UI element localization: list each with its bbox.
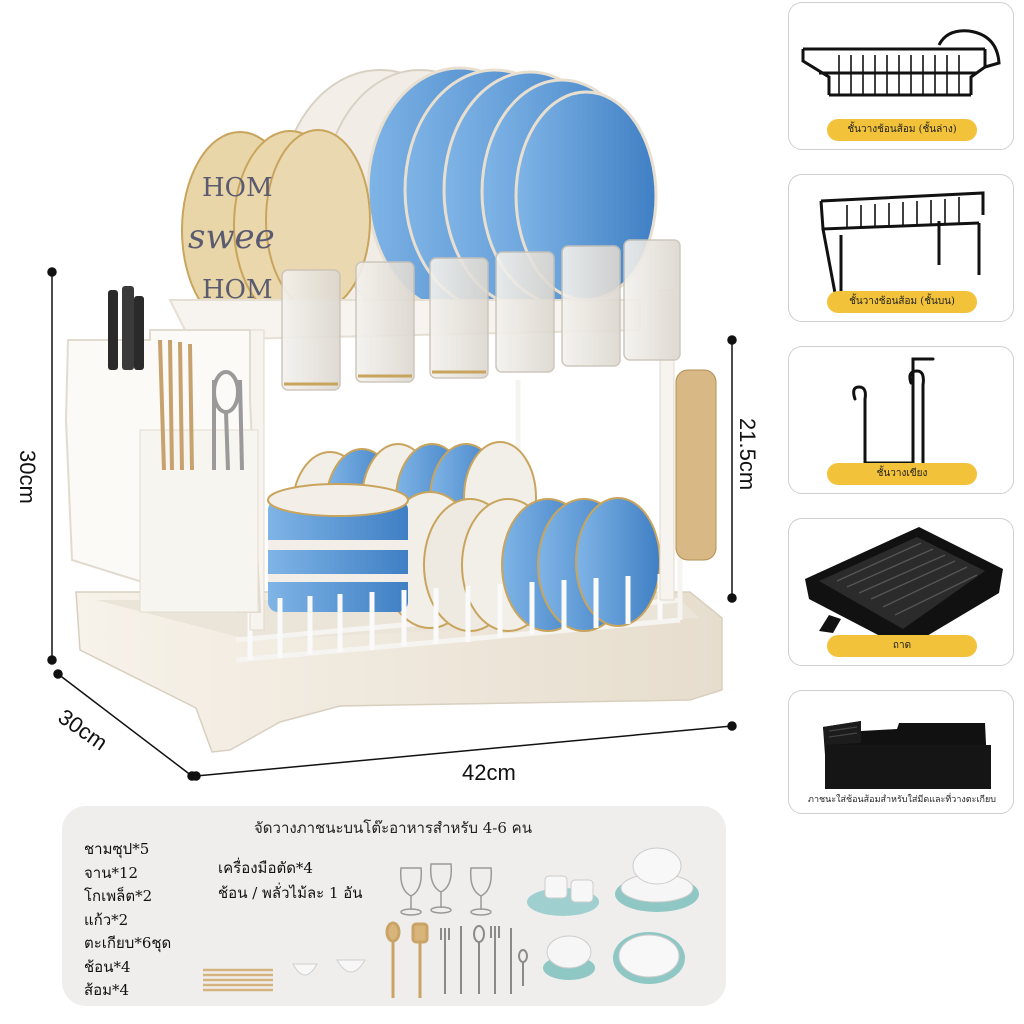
sauce-bowl-icons bbox=[292, 959, 366, 976]
cutlery-icons bbox=[440, 925, 528, 994]
list-item: ชามซุป*5 bbox=[84, 840, 150, 858]
component-label: ชั้นวางช้อนส้อม (ชั้นบน) bbox=[827, 291, 977, 313]
component-label: ชั้นวางช้อนส้อม (ชั้นล่าง) bbox=[827, 119, 977, 141]
wooden-utensil-icons bbox=[385, 921, 429, 998]
list-item: โกเพล็ต*2 bbox=[84, 887, 153, 905]
drip-tray-icon bbox=[805, 527, 1003, 649]
plate-stack-icons bbox=[615, 847, 699, 912]
dimension-height-inner: 21.5cm bbox=[735, 418, 760, 491]
board-hook-icon bbox=[852, 357, 935, 467]
component-card-drip-tray: ถาด bbox=[788, 518, 1014, 666]
tableware-list: ชามซุป*5 จาน*12 โกเพล็ต*2 แก้ว*2 ตะเกียบ… bbox=[84, 838, 171, 1003]
cup-saucer-icons bbox=[527, 875, 599, 916]
list-item: จาน*12 bbox=[84, 863, 139, 882]
chopsticks-icon bbox=[203, 968, 273, 992]
component-label: ถาด bbox=[827, 635, 977, 657]
upper-rack-icon bbox=[819, 191, 985, 294]
plate-text-2: swee bbox=[188, 217, 275, 257]
extra-line: เครื่องมือตัด*4 bbox=[218, 859, 313, 877]
component-card-lower-rack: ชั้นวางช้อนส้อม (ชั้นล่าง) bbox=[788, 2, 1014, 150]
component-label: ภาชนะใส่ช้อนส้อมสำหรับใส่มีดและที่วางตะเ… bbox=[795, 789, 1009, 811]
list-item: แก้ว*2 bbox=[84, 910, 129, 929]
extra-line: ช้อน / พลั่วไม้ละ 1 อัน bbox=[218, 884, 363, 902]
bowl-plate-icons bbox=[543, 932, 685, 984]
tableware-extra: เครื่องมือตัด*4 ช้อน / พลั่วไม้ละ 1 อัน bbox=[218, 856, 363, 906]
component-card-board-hook: ชั้นวางเขียง bbox=[788, 346, 1014, 494]
tableware-items-illustration bbox=[203, 847, 699, 998]
dimension-lines bbox=[47, 267, 737, 781]
goblet-icons bbox=[399, 863, 493, 916]
component-label: ชั้นวางเขียง bbox=[827, 463, 977, 485]
tableware-set-title: จัดวางภาชนะบนโต๊ะอาหารสำหรับ 4-6 คน bbox=[254, 819, 532, 837]
plate-text-1: HOM bbox=[202, 173, 273, 203]
cutting-board bbox=[675, 369, 717, 561]
list-item: ตะเกียบ*6ชุด bbox=[84, 934, 172, 952]
utensil-holder bbox=[64, 286, 262, 613]
lower-rack-icon bbox=[801, 29, 1001, 97]
dish-rack-illustration: HOM swee HOM bbox=[47, 66, 737, 781]
dimension-height-total: 30cm bbox=[15, 450, 40, 504]
glasses bbox=[281, 239, 681, 391]
lower-plates bbox=[267, 441, 661, 632]
dimension-width: 42cm bbox=[462, 760, 516, 785]
component-card-utensil-holder: ภาชนะใส่ช้อนส้อมสำหรับใส่มีดและที่วางตะเ… bbox=[788, 690, 1014, 814]
list-item: ส้อม*4 bbox=[84, 981, 130, 999]
component-card-upper-rack: ชั้นวางช้อนส้อม (ชั้นบน) bbox=[788, 174, 1014, 322]
list-item: ช้อน*4 bbox=[84, 957, 131, 976]
